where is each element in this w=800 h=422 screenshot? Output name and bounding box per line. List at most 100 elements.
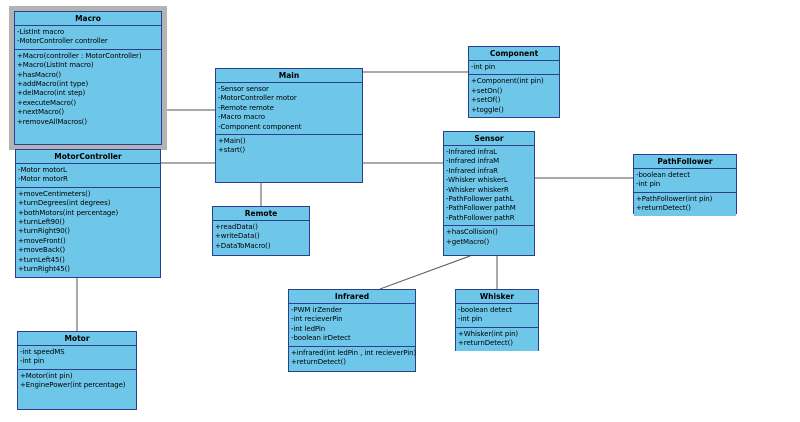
method-line: +Motor(int pin) bbox=[20, 371, 73, 380]
class-name-whisker: Whisker bbox=[456, 290, 538, 304]
method-line: +hasMacro() bbox=[17, 70, 62, 79]
method-line: +addMacro(int type) bbox=[17, 80, 89, 89]
uml-class-infrared[interactable]: Infrared-PWM irZender-int recieverPin-in… bbox=[288, 289, 416, 372]
sensor-to-infrared bbox=[379, 255, 471, 290]
method-line: +EnginePower(int percentage) bbox=[20, 381, 126, 390]
method-line: +infrared(int ledPin , int recieverPin) bbox=[291, 348, 417, 357]
method-line: +turnRight90() bbox=[18, 227, 70, 236]
attribute-line: -MotorController controller bbox=[17, 37, 108, 46]
attribute-line: -int recieverPin bbox=[291, 315, 343, 324]
method-line: +executeMacro() bbox=[17, 98, 77, 107]
compartment-filler bbox=[213, 253, 309, 255]
attribute-line: -PathFollower pathL bbox=[446, 195, 514, 204]
method-line: +turnRight45() bbox=[18, 265, 70, 274]
method-line: +toggle() bbox=[471, 105, 504, 114]
method-line: +moveBack() bbox=[18, 246, 65, 255]
attributes-compartment-component: -int pin bbox=[469, 61, 559, 76]
class-name-component: Component bbox=[469, 47, 559, 61]
method-line: +start() bbox=[218, 146, 245, 155]
attribute-line: -Sensor sensor bbox=[218, 85, 269, 93]
method-line: +Macro(ListInt macro) bbox=[17, 61, 94, 70]
compartment-filler bbox=[444, 249, 534, 255]
methods-compartment-remote: +readData()+writeData()+DataToMacro() bbox=[213, 221, 309, 254]
attributes-compartment-whisker: -boolean detect-int pin bbox=[456, 304, 538, 328]
method-line: +moveFront() bbox=[18, 236, 66, 245]
method-line: +setOn() bbox=[471, 86, 503, 95]
attribute-line: -int pin bbox=[20, 357, 45, 366]
attribute-line: -Infrared infraL bbox=[446, 148, 497, 156]
methods-compartment-component: +Component(int pin)+setOn()+setOf()+togg… bbox=[469, 75, 559, 118]
attribute-line: -int pin bbox=[471, 63, 496, 71]
class-name-sensor: Sensor bbox=[444, 132, 534, 146]
attributes-compartment-macro: -ListInt macro-MotorController controlle… bbox=[15, 26, 161, 50]
method-line: +returnDetect() bbox=[458, 339, 513, 348]
attributes-compartment-infrared: -PWM irZender-int recieverPin-int ledPin… bbox=[289, 304, 415, 347]
method-line: +turnLeft45() bbox=[18, 255, 65, 264]
method-line: +turnDegrees(int degrees) bbox=[18, 199, 111, 208]
attribute-line: -boolean detect bbox=[636, 171, 690, 179]
method-line: +moveCentimeters() bbox=[18, 189, 91, 198]
attribute-line: -Whisker whiskerL bbox=[446, 176, 508, 185]
uml-class-motorcontroller[interactable]: MotorController-Motor motorL-Motor motor… bbox=[15, 149, 161, 278]
uml-class-component[interactable]: Component-int pin+Component(int pin)+set… bbox=[468, 46, 560, 118]
class-name-main: Main bbox=[216, 69, 362, 83]
uml-class-motor[interactable]: Motor-int speedMS-int pin+Motor(int pin)… bbox=[17, 331, 137, 410]
attribute-line: -int ledPin bbox=[291, 324, 326, 333]
uml-class-sensor[interactable]: Sensor-Infrared infraL-Infrared infraM-I… bbox=[443, 131, 535, 256]
attributes-compartment-pathfollower: -boolean detect-int pin bbox=[634, 169, 736, 193]
attribute-line: -boolean irDetect bbox=[291, 334, 351, 343]
class-name-pathfollower: PathFollower bbox=[634, 155, 736, 169]
methods-compartment-infrared: +infrared(int ledPin , int recieverPin)+… bbox=[289, 346, 417, 370]
compartment-filler bbox=[289, 369, 415, 371]
method-line: +returnDetect() bbox=[636, 204, 691, 213]
method-line: +Macro(controller : MotorController) bbox=[17, 51, 142, 60]
attribute-line: -PathFollower pathR bbox=[446, 213, 515, 222]
method-line: +Main() bbox=[218, 137, 246, 146]
class-name-macro: Macro bbox=[15, 12, 161, 26]
attribute-line: -int pin bbox=[458, 315, 483, 324]
attributes-compartment-sensor: -Infrared infraL-Infrared infraM-Infrare… bbox=[444, 146, 534, 227]
attribute-line: -int speedMS bbox=[20, 348, 65, 356]
attribute-line: -ListInt macro bbox=[17, 28, 65, 36]
method-line: +DataToMacro() bbox=[215, 241, 271, 250]
method-line: +Whisker(int pin) bbox=[458, 329, 519, 338]
methods-compartment-whisker: +Whisker(int pin)+returnDetect() bbox=[456, 327, 538, 351]
attribute-line: -boolean detect bbox=[458, 306, 512, 314]
uml-class-remote[interactable]: Remote+readData()+writeData()+DataToMacr… bbox=[212, 206, 310, 256]
class-name-motor: Motor bbox=[18, 332, 136, 346]
method-line: +readData() bbox=[215, 223, 258, 231]
attribute-line: -Infrared infraM bbox=[446, 157, 500, 166]
uml-class-macro[interactable]: Macro-ListInt macro-MotorController cont… bbox=[9, 6, 167, 150]
attribute-line: -Whisker whiskerR bbox=[446, 185, 509, 194]
uml-class-main[interactable]: Main-Sensor sensor-MotorController motor… bbox=[215, 68, 363, 183]
attribute-line: -Motor motorL bbox=[18, 166, 67, 174]
attribute-line: -int pin bbox=[636, 180, 661, 189]
method-line: +PathFollower(int pin) bbox=[636, 194, 713, 203]
method-line: +setOf() bbox=[471, 96, 501, 105]
methods-compartment-motorcontroller: +moveCentimeters()+turnDegrees(int degre… bbox=[16, 187, 160, 277]
attributes-compartment-motor: -int speedMS-int pin bbox=[18, 346, 136, 370]
uml-class-pathfollower[interactable]: PathFollower-boolean detect-int pin+Path… bbox=[633, 154, 737, 216]
attribute-line: -PWM irZender bbox=[291, 306, 342, 314]
method-line: +turnLeft90() bbox=[18, 218, 65, 227]
class-name-motorcontroller: MotorController bbox=[16, 150, 160, 164]
methods-compartment-motor: +Motor(int pin)+EnginePower(int percenta… bbox=[18, 369, 136, 393]
uml-class-whisker[interactable]: Whisker-boolean detect-int pin+Whisker(i… bbox=[455, 289, 539, 351]
method-line: +nextMacro() bbox=[17, 108, 65, 117]
method-line: +delMacro(int step) bbox=[17, 89, 86, 98]
methods-compartment-main: +Main()+start() bbox=[216, 135, 362, 158]
attribute-line: -Macro macro bbox=[218, 113, 265, 122]
attribute-line: -MotorController motor bbox=[218, 94, 297, 103]
methods-compartment-macro: +Macro(controller : MotorController)+Mac… bbox=[15, 49, 161, 130]
method-line: +bothMotors(int percentage) bbox=[18, 208, 119, 217]
methods-compartment-sensor: +hasCollision()+getMacro() bbox=[444, 226, 534, 250]
attributes-compartment-main: -Sensor sensor-MotorController motor-Rem… bbox=[216, 83, 362, 136]
method-line: +returnDetect() bbox=[291, 358, 346, 367]
compartment-filler bbox=[216, 157, 362, 182]
method-line: +removeAllMacros() bbox=[17, 117, 87, 126]
methods-compartment-pathfollower: +PathFollower(int pin)+returnDetect() bbox=[634, 192, 736, 216]
compartment-filler bbox=[15, 129, 161, 144]
method-line: +hasCollision() bbox=[446, 228, 498, 237]
method-line: +Component(int pin) bbox=[471, 77, 544, 86]
